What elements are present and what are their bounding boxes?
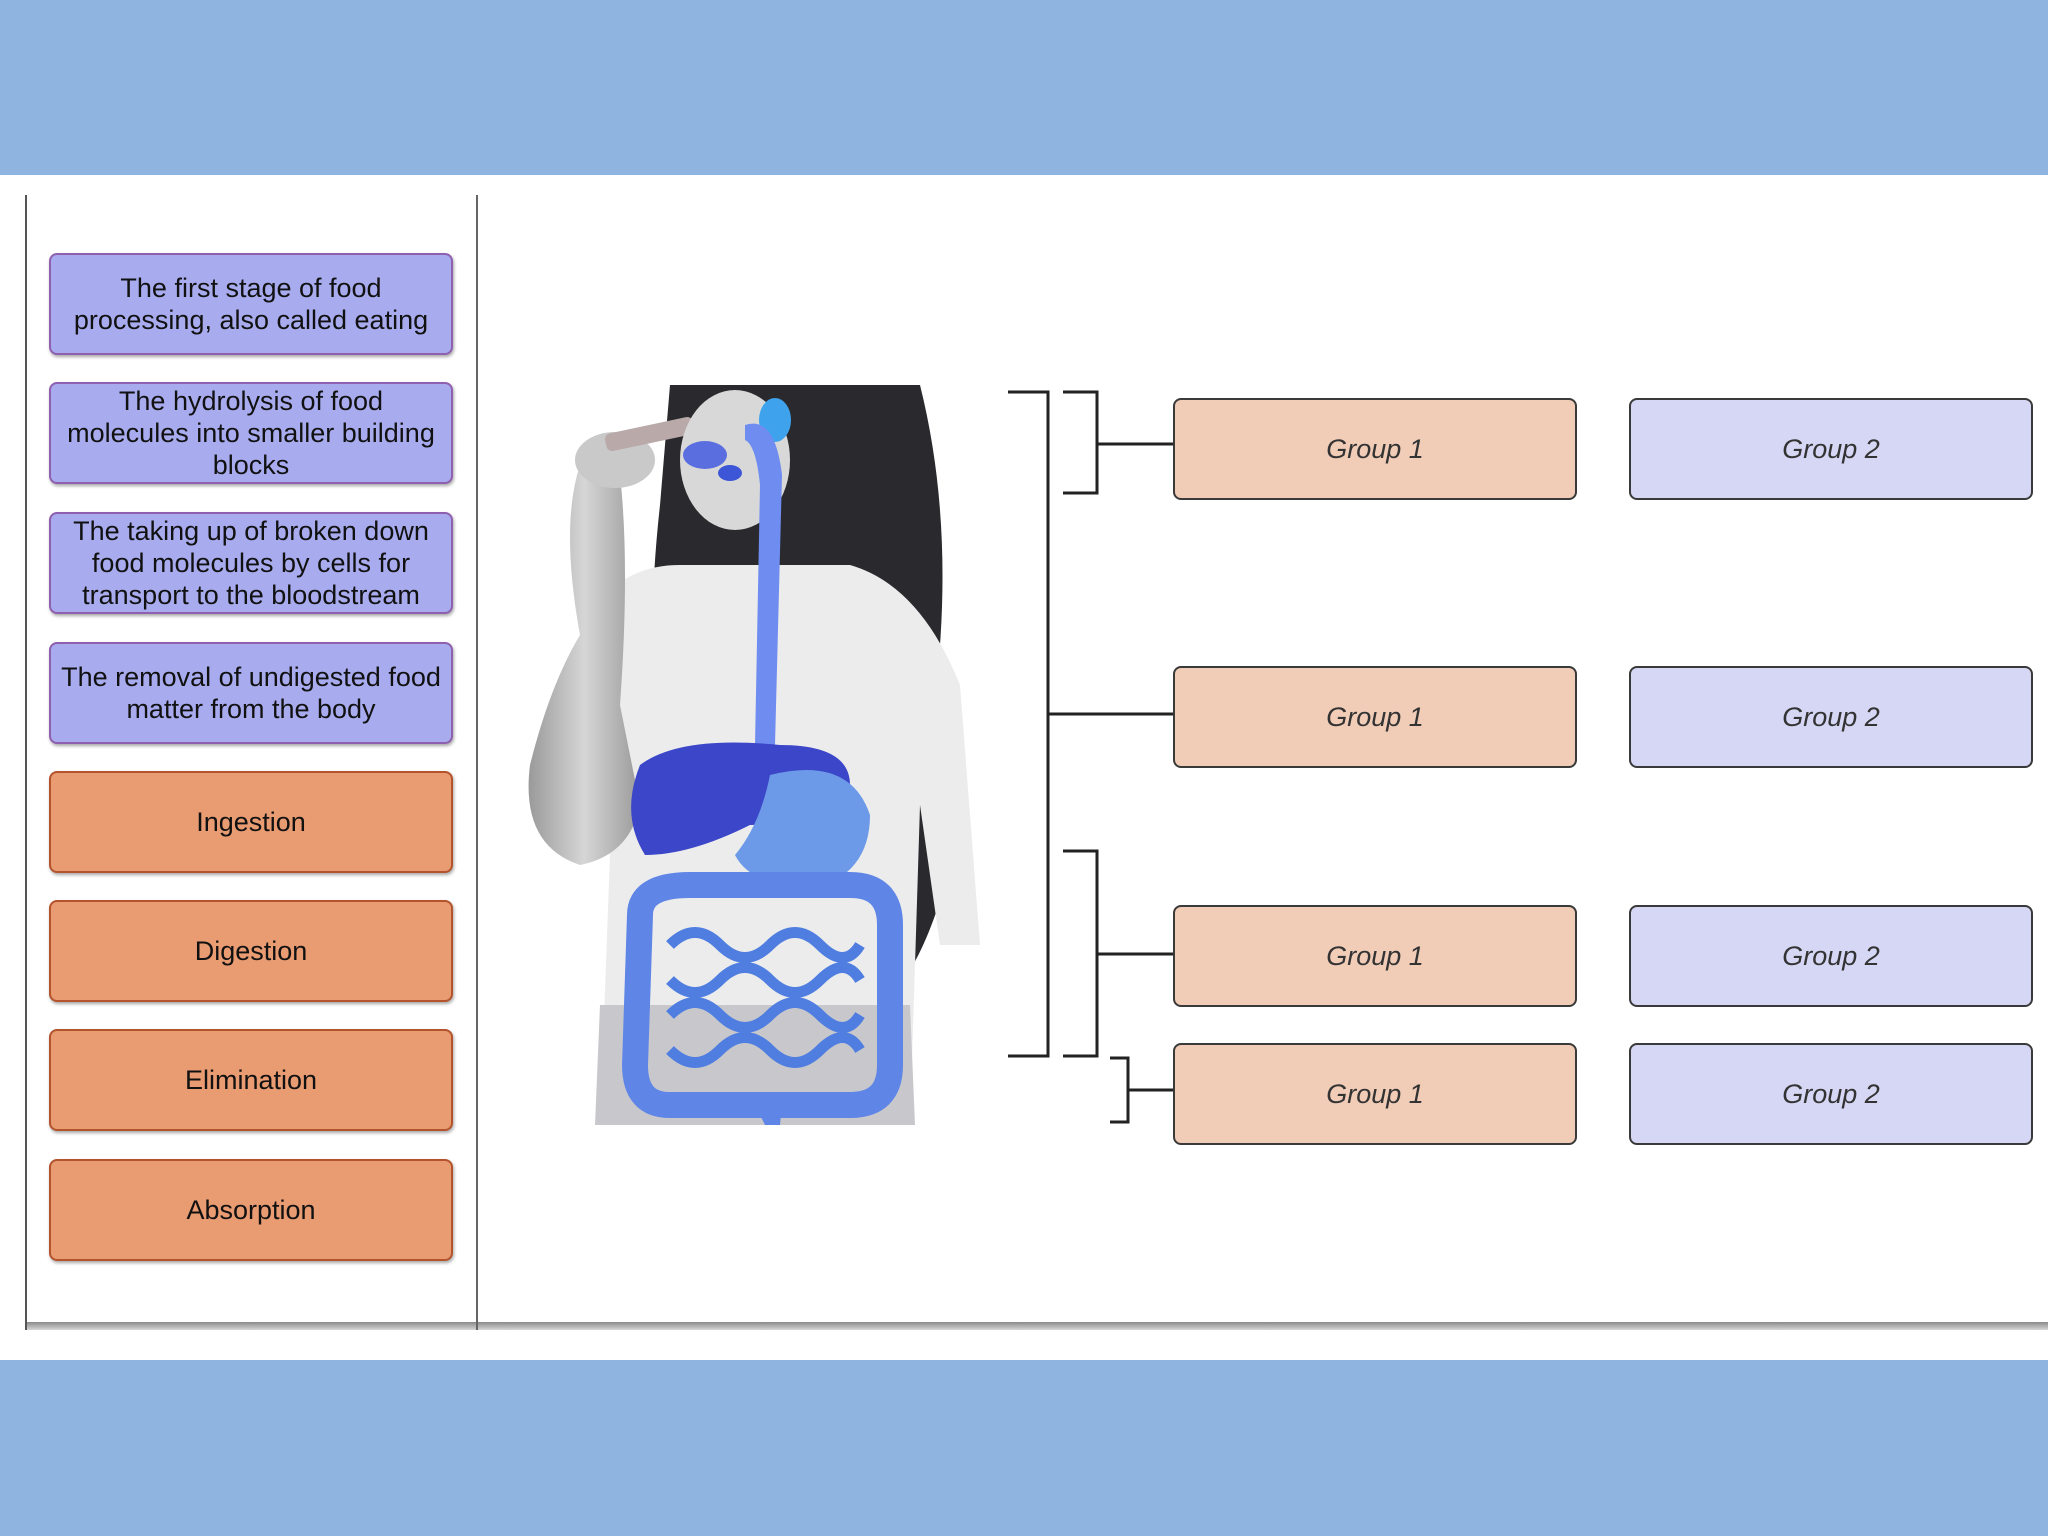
drop-target-row3-group1[interactable]: Group 1 bbox=[1173, 905, 1577, 1007]
card-bank-divider bbox=[476, 195, 478, 1330]
definition-card-digestion[interactable]: The hydrolysis of food molecules into sm… bbox=[49, 382, 453, 484]
drop-target-row3-group2[interactable]: Group 2 bbox=[1629, 905, 2033, 1007]
definition-card-elimination[interactable]: The removal of undigested food matter fr… bbox=[49, 642, 453, 744]
hierarchy-brackets bbox=[1008, 390, 1173, 1124]
drop-target-row1-group2[interactable]: Group 2 bbox=[1629, 398, 2033, 500]
digestive-system-illustration bbox=[528, 385, 980, 1125]
term-card-digestion[interactable]: Digestion bbox=[49, 900, 453, 1002]
drop-target-row1-group1[interactable]: Group 1 bbox=[1173, 398, 1577, 500]
term-card-ingestion[interactable]: Ingestion bbox=[49, 771, 453, 873]
drop-target-row2-group2[interactable]: Group 2 bbox=[1629, 666, 2033, 768]
definition-card-ingestion[interactable]: The first stage of food processing, also… bbox=[49, 253, 453, 355]
panel-shadow bbox=[26, 1322, 2048, 1330]
drop-target-row2-group1[interactable]: Group 1 bbox=[1173, 666, 1577, 768]
drop-target-row4-group2[interactable]: Group 2 bbox=[1629, 1043, 2033, 1145]
definition-card-absorption[interactable]: The taking up of broken down food molecu… bbox=[49, 512, 453, 614]
term-card-elimination[interactable]: Elimination bbox=[49, 1029, 453, 1131]
drop-target-row4-group1[interactable]: Group 1 bbox=[1173, 1043, 1577, 1145]
panel-left-border bbox=[25, 195, 27, 1330]
term-card-absorption[interactable]: Absorption bbox=[49, 1159, 453, 1261]
